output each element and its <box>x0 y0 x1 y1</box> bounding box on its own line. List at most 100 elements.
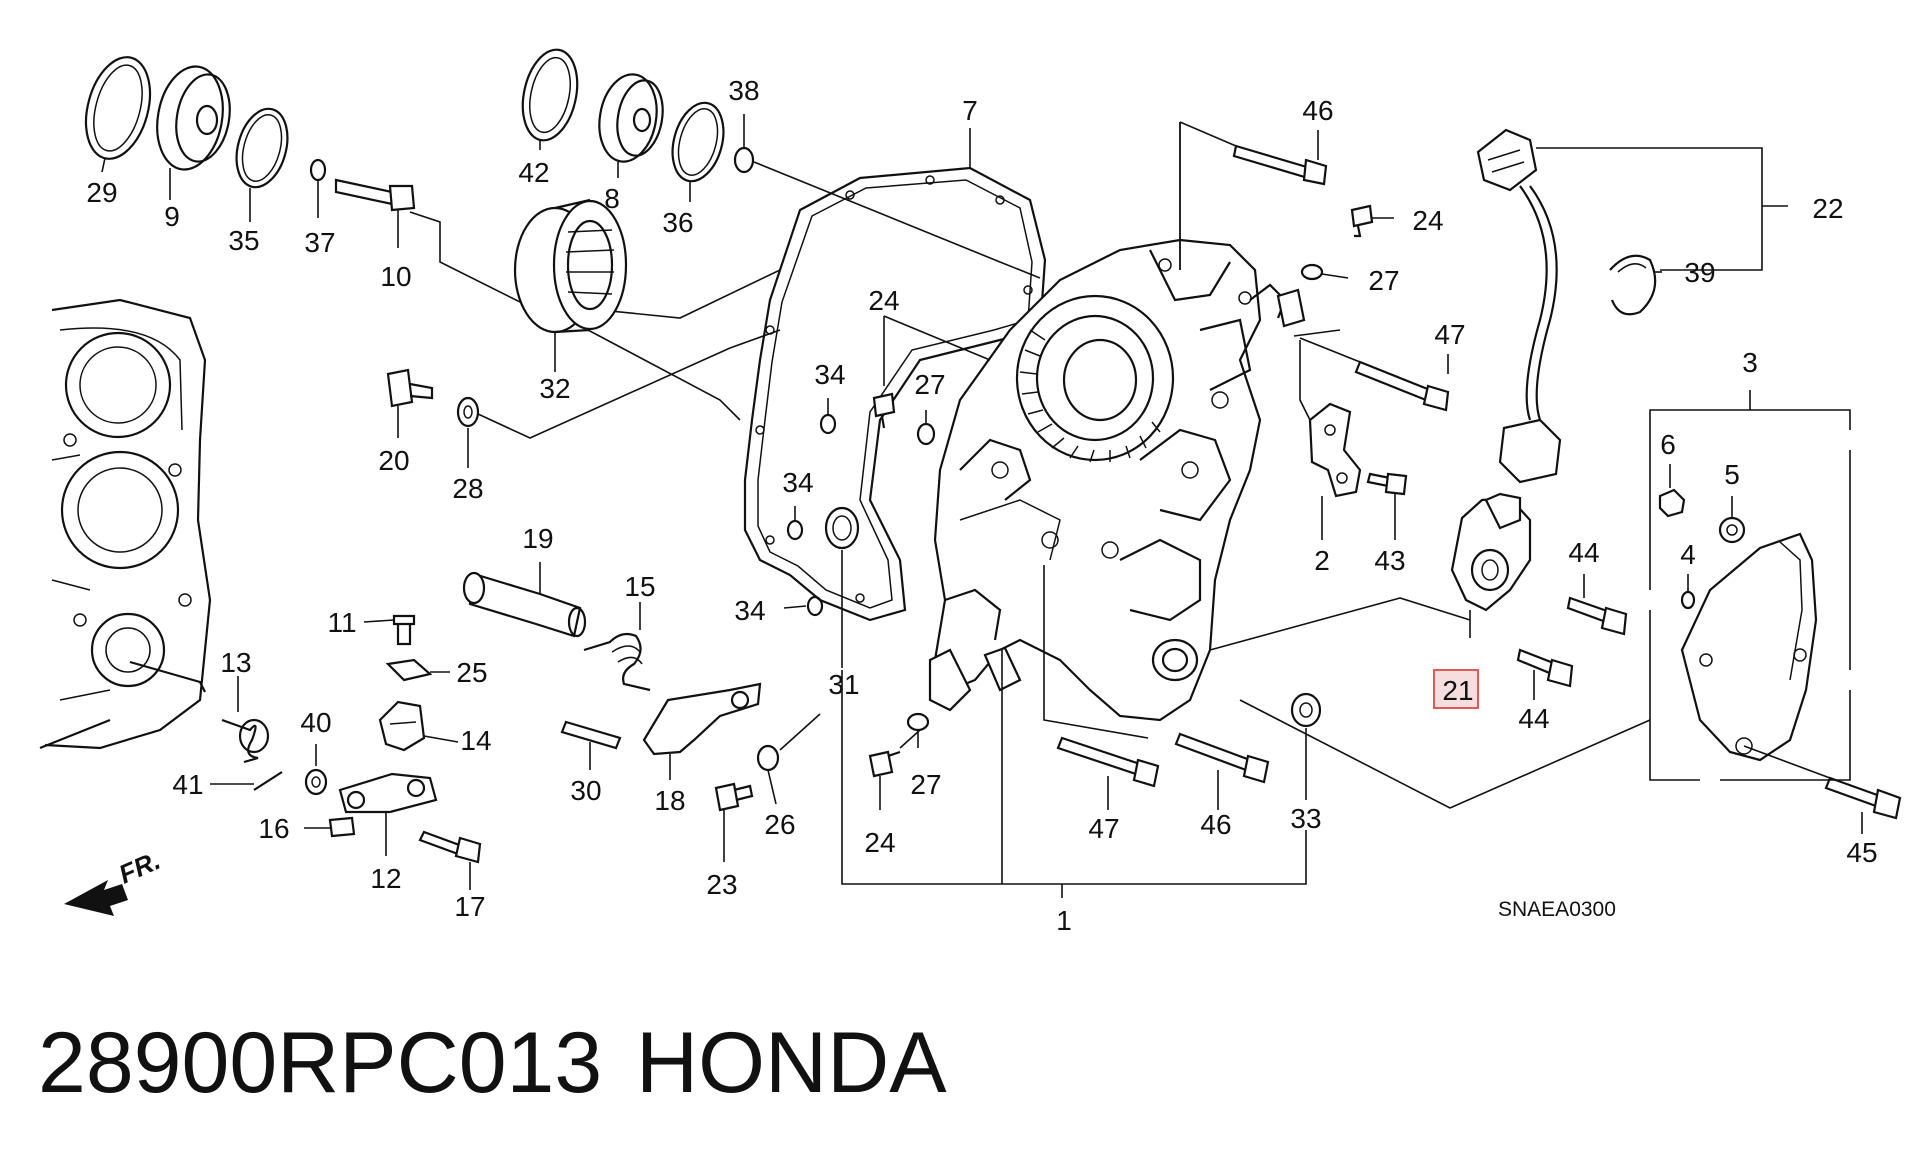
detent-14 <box>378 700 459 752</box>
callout-39: 39 <box>1684 257 1715 288</box>
callout-47-a: 47 <box>1088 813 1119 844</box>
bolt-47-lower <box>1056 736 1160 810</box>
bolt-24-lower <box>868 729 921 810</box>
callout-33: 33 <box>1290 803 1321 834</box>
callout-6: 6 <box>1660 429 1676 460</box>
callout-23: 23 <box>706 869 737 900</box>
ring-34-b <box>786 506 804 541</box>
callout-1: 1 <box>1056 905 1072 936</box>
gasket-7 <box>743 128 1047 622</box>
bolt-46-lower <box>1174 732 1270 810</box>
callout-36: 36 <box>662 207 693 238</box>
ring-34-c <box>783 595 824 617</box>
callout-labels: 29 9 35 37 10 42 8 36 38 7 32 24 34 27 2… <box>86 75 1877 936</box>
callout-14: 14 <box>460 725 491 756</box>
callout-17: 17 <box>454 891 485 922</box>
callout-34-c: 34 <box>734 595 765 626</box>
callout-28: 28 <box>452 473 483 504</box>
bolt-10 <box>334 178 781 319</box>
callout-40: 40 <box>300 707 331 738</box>
cover-3 <box>1649 390 1851 781</box>
washer-27-upper <box>1300 263 1349 281</box>
shaft-19 <box>462 562 587 638</box>
callout-44-a: 44 <box>1568 537 1599 568</box>
callout-31: 31 <box>828 669 859 700</box>
seal-8 <box>598 73 664 178</box>
callout-22: 22 <box>1812 193 1843 224</box>
washer-27-lower <box>906 712 930 748</box>
callout-19: 19 <box>522 523 553 554</box>
ring-34-a <box>819 398 837 435</box>
callout-44-b: 44 <box>1518 703 1549 734</box>
callout-24-b: 24 <box>864 827 895 858</box>
callout-30: 30 <box>570 775 601 806</box>
pin-16 <box>304 816 356 838</box>
callout-15: 15 <box>624 571 655 602</box>
part-number: 28900RPC013 <box>38 1015 602 1111</box>
seal-9 <box>156 65 231 200</box>
bolt-44-lower <box>1516 648 1574 700</box>
brand-name: HONDA <box>636 1015 947 1111</box>
callout-32: 32 <box>539 373 570 404</box>
transmission-case-1 <box>928 238 1287 722</box>
callout-26: 26 <box>764 809 795 840</box>
callout-38: 38 <box>728 75 759 106</box>
callout-8: 8 <box>604 183 620 214</box>
highlight-box-21 <box>1433 669 1479 709</box>
bolt-17 <box>418 830 482 890</box>
bolt-20 <box>386 368 434 438</box>
callout-24-c: 24 <box>1412 205 1443 236</box>
callout-7: 7 <box>962 95 978 126</box>
callout-18: 18 <box>654 785 685 816</box>
callout-45: 45 <box>1846 837 1877 868</box>
callout-2: 2 <box>1314 545 1330 576</box>
bolt-23 <box>714 782 754 862</box>
plate-25 <box>385 658 450 682</box>
callout-13: 13 <box>220 647 251 678</box>
callout-3: 3 <box>1742 347 1758 378</box>
callout-46-b: 46 <box>1302 95 1333 126</box>
callout-47-b: 47 <box>1434 319 1465 350</box>
callout-42: 42 <box>518 157 549 188</box>
washer-37 <box>309 158 327 218</box>
washer-27-mid <box>916 410 936 446</box>
spring-13 <box>221 676 270 764</box>
bolt-24-mid <box>872 315 991 429</box>
bolt-11 <box>363 614 416 646</box>
callout-21: 21 <box>1442 675 1473 706</box>
bolt-44-upper <box>1566 574 1628 636</box>
washer-38 <box>733 114 1041 279</box>
callout-34-b: 34 <box>782 467 813 498</box>
sensor-21 <box>1450 492 1532 638</box>
clip-39 <box>1609 254 1662 316</box>
callout-5: 5 <box>1724 459 1740 490</box>
callout-43: 43 <box>1374 545 1405 576</box>
bracket-2 <box>1299 340 1362 540</box>
callout-37: 37 <box>304 227 335 258</box>
callout-10: 10 <box>380 261 411 292</box>
front-direction-arrow-icon: FR. <box>64 845 165 916</box>
callout-27-c: 27 <box>1368 265 1399 296</box>
callout-24-a: 24 <box>868 285 899 316</box>
spring-15 <box>583 602 651 692</box>
washer-40 <box>304 744 328 796</box>
washer-28 <box>456 329 781 468</box>
wire-harness-22 <box>1476 128 1788 484</box>
callout-27-b: 27 <box>910 769 941 800</box>
arm-12 <box>338 772 438 856</box>
transmission-housing-left <box>39 298 212 750</box>
washer-26 <box>756 713 821 805</box>
callout-4: 4 <box>1680 539 1696 570</box>
washer-4 <box>1680 574 1696 610</box>
callout-41: 41 <box>172 769 203 800</box>
bolt-47-upper <box>1299 337 1450 412</box>
seal-33 <box>1290 692 1322 800</box>
o-ring-35 <box>235 107 289 222</box>
callout-34-a: 34 <box>814 359 845 390</box>
bearing-31 <box>824 506 860 668</box>
callout-20: 20 <box>378 445 409 476</box>
lever-18 <box>642 682 762 780</box>
callout-29: 29 <box>86 177 117 208</box>
callout-25: 25 <box>456 657 487 688</box>
